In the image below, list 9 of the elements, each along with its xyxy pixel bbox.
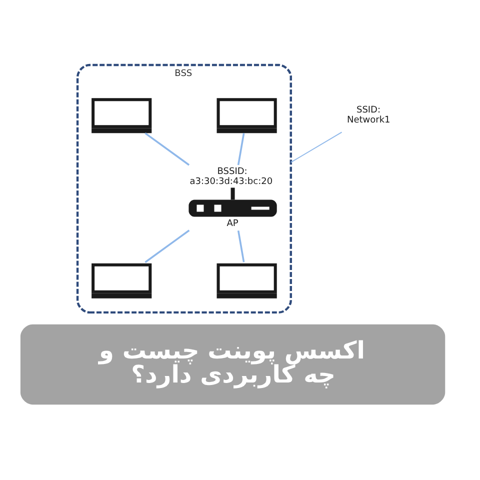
- connector: [290, 132, 342, 163]
- connector: [144, 132, 190, 166]
- diagram-title: اکسس پوینت چیست و چه کاربردی دارد؟: [99, 336, 365, 389]
- node-label: BSSID: a3:30:3d:43:bc:20: [190, 166, 273, 187]
- connector: [237, 133, 245, 166]
- connector: [237, 230, 245, 262]
- node-text: SSID: Network1: [346, 105, 390, 126]
- node-label: AP: [226, 218, 238, 229]
- connector: [144, 230, 190, 263]
